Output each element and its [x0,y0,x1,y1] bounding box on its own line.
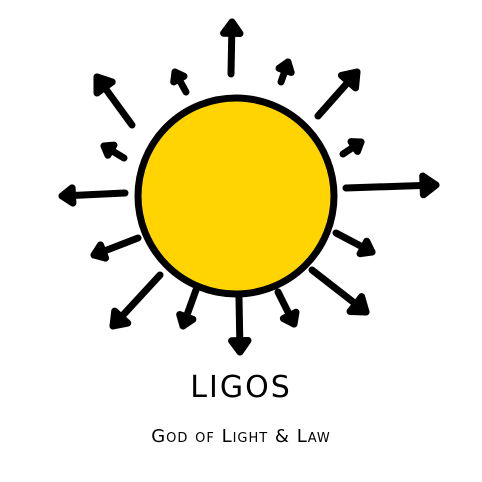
arrow-head-icon [419,172,440,199]
arrow-head-icon [176,311,197,330]
arrow-ray-icon [274,288,298,328]
arrow-head-icon [58,184,77,207]
arrow-head-icon [356,237,376,258]
deity-name: LIGOS [190,370,292,405]
arrow-head-icon [347,138,365,155]
sun-icon [134,94,338,298]
arrow-head-icon [220,18,244,37]
arrow-head-icon [337,68,361,92]
arrow-head-icon [109,307,132,330]
sun-rays [58,18,440,356]
arrow-head-icon [279,308,300,328]
arrow-head-icon [100,141,118,159]
arrow-head-icon [275,58,295,76]
arrow-ray-icon [314,68,361,120]
arrow-head-icon [346,293,370,316]
arrow-ray-icon [227,18,236,78]
arrow-head-icon [170,68,188,86]
arrow-head-icon [93,73,116,97]
arrow-head-icon [90,241,110,262]
arrow-head-icon [228,337,252,356]
deity-epithet: God of Light & Law [151,426,331,447]
